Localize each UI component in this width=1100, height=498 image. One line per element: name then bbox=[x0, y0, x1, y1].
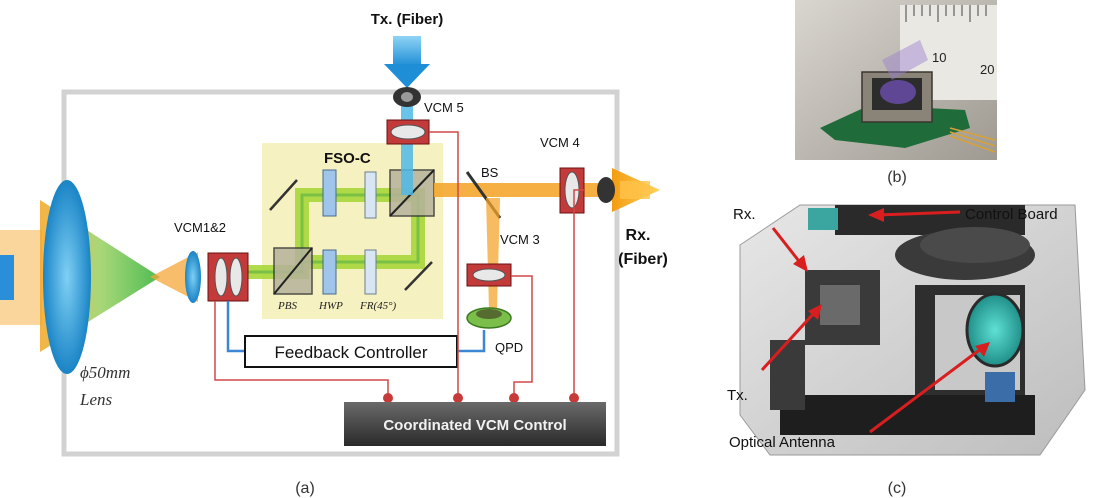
lens-word-label: Lens bbox=[79, 390, 113, 409]
optical-antenna-label: Optical Antenna bbox=[729, 434, 836, 451]
coordinated-vcm-control-label: Coordinated VCM Control bbox=[383, 417, 566, 434]
panel-a: FSO-C PBS HWP FR(45°) Tx. (Fiber) VCM 5 … bbox=[0, 11, 668, 497]
callout-arrows bbox=[760, 208, 990, 434]
vcm4-label: VCM 4 bbox=[540, 135, 580, 150]
ruler-10-label: 10 bbox=[932, 50, 946, 65]
vcm3-label: VCM 3 bbox=[500, 232, 540, 247]
coordinated-vcm-control-box bbox=[344, 402, 606, 446]
feedback-controller-box bbox=[244, 335, 458, 368]
caption-b: (b) bbox=[887, 169, 907, 186]
fr-label: FR(45°) bbox=[359, 300, 397, 312]
control-board bbox=[808, 208, 838, 230]
rx-fiber-label: (Fiber) bbox=[618, 251, 668, 268]
caption-c: (c) bbox=[888, 480, 907, 497]
feedback-wiring bbox=[226, 301, 486, 353]
tx-beam bbox=[401, 100, 413, 195]
tx-arrow-head bbox=[384, 64, 430, 88]
phi50-lens bbox=[43, 180, 91, 374]
feedback-controller-label: Feedback Controller bbox=[274, 343, 427, 362]
pbs-label: PBS bbox=[277, 300, 297, 312]
qpd-beam bbox=[486, 198, 500, 310]
vcm5-label: VCM 5 bbox=[424, 100, 464, 115]
fr-plate bbox=[364, 249, 377, 295]
rx-fiber-collimator bbox=[597, 177, 615, 203]
tx-fiber-label: Tx. (Fiber) bbox=[371, 11, 444, 28]
qpd-label: QPD bbox=[495, 340, 523, 355]
tx-arrow-shaft bbox=[393, 36, 421, 66]
control-board-label: Control Board bbox=[965, 206, 1058, 223]
upper-mirror bbox=[269, 179, 298, 211]
hwp-label: HWP bbox=[318, 300, 343, 312]
rx-label-c: Rx. bbox=[733, 206, 756, 223]
incoming-beam-blue bbox=[0, 255, 14, 300]
panel-b: 10 20 (b) bbox=[795, 0, 997, 186]
wave-plate-upper-1 bbox=[322, 169, 337, 217]
fsoc-label: FSO-C bbox=[324, 150, 371, 167]
optical-antenna-lens bbox=[965, 292, 1025, 368]
ruler-20-label: 20 bbox=[980, 62, 994, 77]
rx-label: Rx. bbox=[626, 227, 651, 244]
rx-beam bbox=[434, 183, 614, 197]
vcm12-label: VCM1&2 bbox=[174, 220, 226, 235]
small-lens bbox=[185, 251, 201, 303]
bs-label: BS bbox=[481, 165, 499, 180]
caption-a: (a) bbox=[295, 480, 315, 497]
hwp-plate bbox=[322, 249, 337, 295]
chip-lens bbox=[880, 80, 916, 104]
control-wiring bbox=[214, 131, 584, 397]
lower-mirror bbox=[404, 261, 433, 291]
lens-size-label: ϕ50mm bbox=[80, 363, 130, 382]
wave-plate-upper-2 bbox=[364, 171, 377, 219]
tx-label-c: Tx. bbox=[727, 387, 748, 404]
panel-c: Control Board Rx. Tx. Optical Antenna (c… bbox=[727, 200, 1090, 497]
